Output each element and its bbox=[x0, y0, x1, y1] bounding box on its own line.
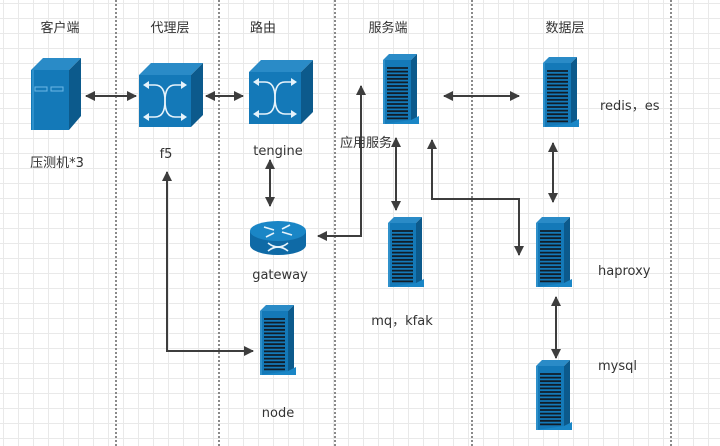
layer-title-route: 路由 bbox=[250, 20, 276, 36]
tengine-switch-icon[interactable] bbox=[249, 60, 313, 124]
haproxy-server-icon[interactable] bbox=[536, 217, 572, 287]
node-label-haproxy: haproxy bbox=[598, 264, 651, 279]
app-server-icon[interactable] bbox=[383, 54, 419, 124]
pc-tower-icon[interactable] bbox=[31, 58, 81, 130]
connectors bbox=[85, 85, 561, 359]
edge-f5-node bbox=[162, 171, 254, 356]
mq-server-icon[interactable] bbox=[388, 217, 424, 287]
node-label-f5: f5 bbox=[160, 147, 173, 162]
layer-title-proxy: 代理层 bbox=[150, 21, 189, 36]
f5-switch-icon[interactable] bbox=[139, 63, 203, 127]
redis-server-icon[interactable] bbox=[543, 57, 579, 127]
node-label-redis: redis，es bbox=[600, 99, 660, 114]
mysql-server-icon[interactable] bbox=[536, 360, 572, 430]
gateway-router-icon[interactable] bbox=[250, 221, 306, 255]
layer-title-data: 数据层 bbox=[545, 21, 584, 36]
node-server-icon[interactable] bbox=[260, 305, 296, 375]
node-label-gateway: gateway bbox=[252, 268, 308, 283]
layer-title-client: 客户端 bbox=[40, 20, 79, 36]
edge-gateway-app bbox=[317, 85, 366, 241]
node-label-mysql: mysql bbox=[598, 359, 637, 374]
node-label-mq: mq，kfak bbox=[371, 314, 433, 329]
edge-app-haproxy bbox=[427, 139, 524, 256]
node-label-loadgen: 压测机*3 bbox=[30, 156, 84, 171]
node-label-node: node bbox=[262, 406, 294, 421]
node-label-tengine: tengine bbox=[253, 144, 302, 159]
layer-title-service: 服务端 bbox=[368, 20, 407, 36]
node-label-app: 应用服务 bbox=[340, 135, 392, 151]
